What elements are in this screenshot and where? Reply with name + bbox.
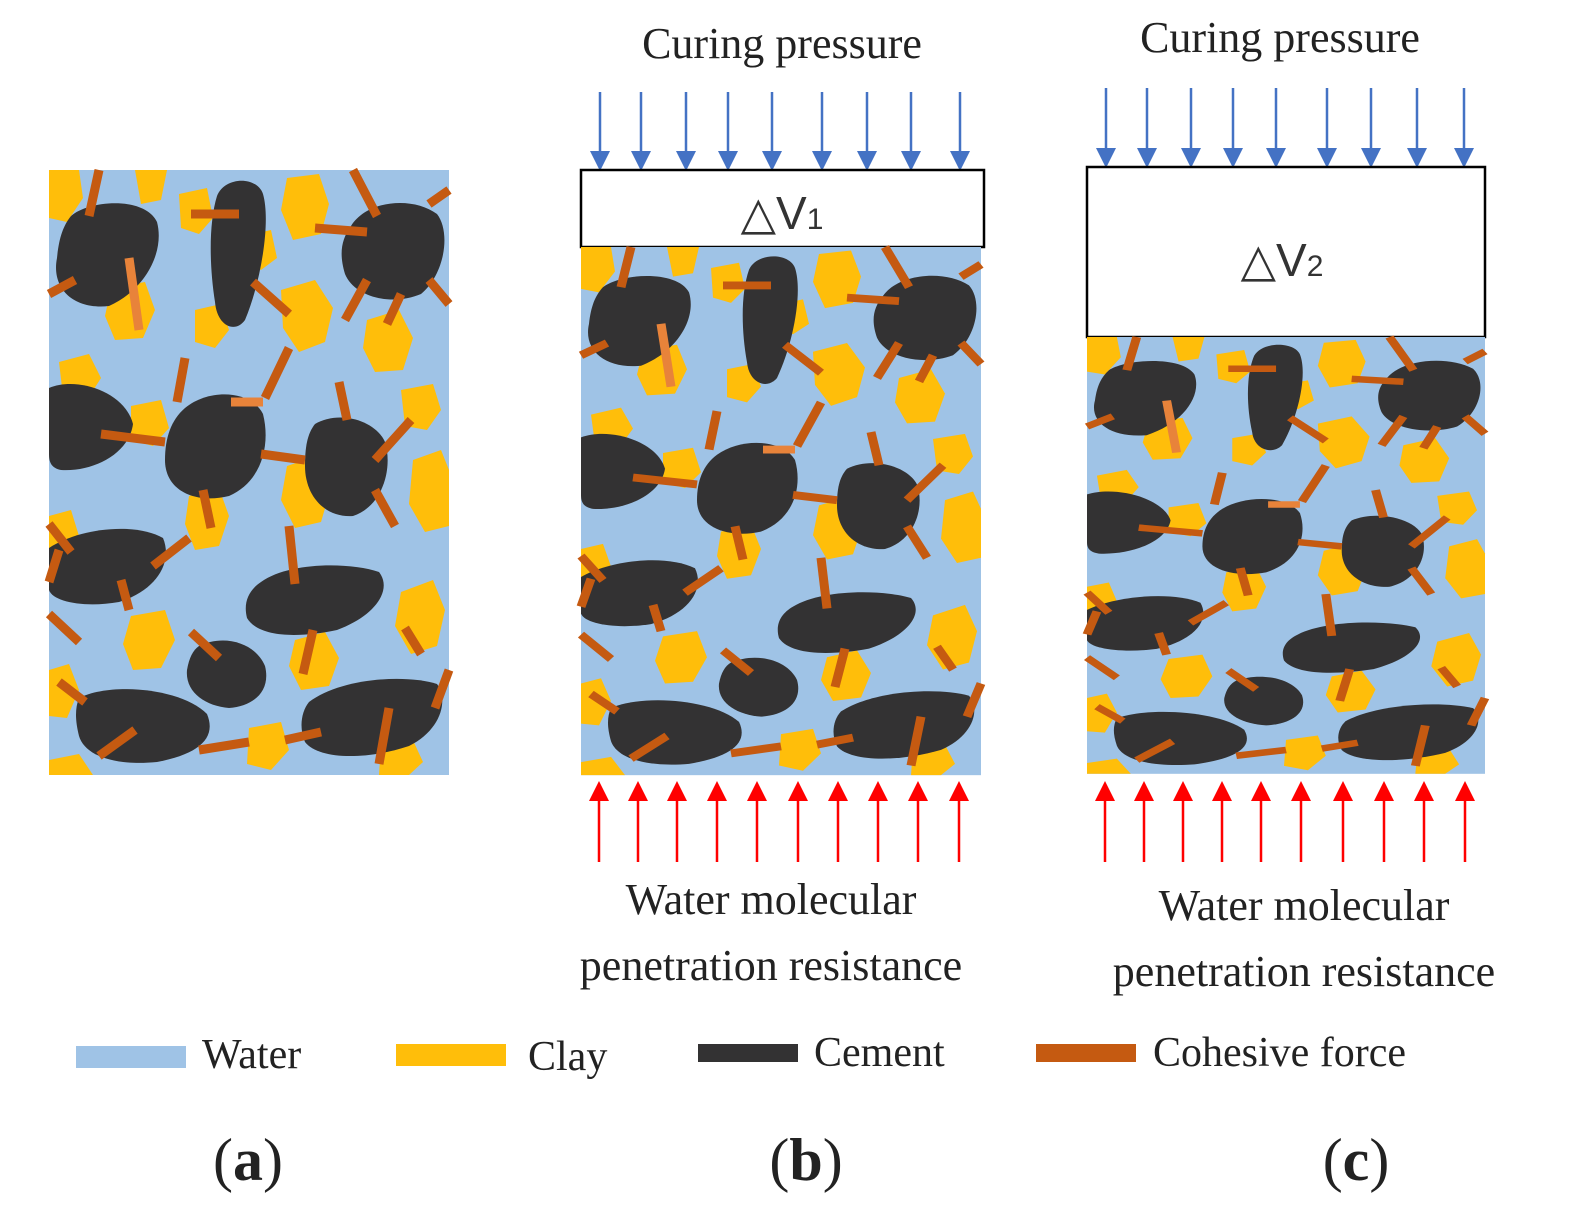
legend-item-clay: Clay — [396, 1034, 607, 1080]
microstructure-c — [1087, 337, 1485, 774]
resistance-label-line1-c: Water molecular — [1159, 881, 1450, 930]
volume-subscript-b: 1 — [807, 203, 824, 236]
legend-label-cohesive-force: Cohesive force — [1153, 1030, 1406, 1076]
legend-swatch-cohesive-force — [1036, 1044, 1136, 1062]
panel-c: Curing pressure △V2 Water molecular pene… — [1087, 13, 1495, 996]
microstructure-b — [581, 247, 981, 775]
microstructure-a — [49, 170, 449, 775]
pressure-arrows-b — [590, 92, 970, 171]
curing-pressure-label-b: Curing pressure — [642, 19, 922, 68]
legend-label-clay: Clay — [528, 1034, 607, 1080]
caption-c: (c) — [1323, 1127, 1390, 1193]
panel-b: Curing pressure △V1 Water molecular pene… — [580, 19, 984, 990]
pressure-arrows-c — [1096, 88, 1474, 168]
resistance-label-line2-c: penetration resistance — [1113, 947, 1495, 996]
volume-change-label-c: △V2 — [1241, 234, 1324, 286]
legend-label-cement: Cement — [814, 1030, 945, 1076]
legend-item-water: Water — [76, 1032, 301, 1078]
volume-change-label-b: △V1 — [741, 187, 824, 239]
resistance-label-line2-b: penetration resistance — [580, 941, 962, 990]
legend-item-cement: Cement — [698, 1030, 945, 1076]
caption-a: (a) — [213, 1127, 283, 1193]
curing-pressure-label-c: Curing pressure — [1140, 13, 1420, 62]
legend-item-cohesive-force: Cohesive force — [1036, 1030, 1406, 1076]
volume-box-c — [1085, 165, 1487, 339]
legend-label-water: Water — [202, 1032, 301, 1078]
caption-b: (b) — [769, 1127, 842, 1193]
resistance-arrows-b — [589, 781, 969, 862]
volume-box-b — [579, 168, 986, 249]
legend-swatch-clay — [396, 1044, 506, 1066]
legend-swatch-water — [76, 1046, 186, 1068]
resistance-label-line1-b: Water molecular — [626, 875, 917, 924]
legend-swatch-cement — [698, 1044, 798, 1062]
volume-subscript-c: 2 — [1307, 250, 1324, 283]
legend: Water Clay Cement Cohesive force — [76, 1030, 1406, 1080]
resistance-arrows-c — [1095, 781, 1475, 862]
panel-a — [49, 170, 449, 775]
